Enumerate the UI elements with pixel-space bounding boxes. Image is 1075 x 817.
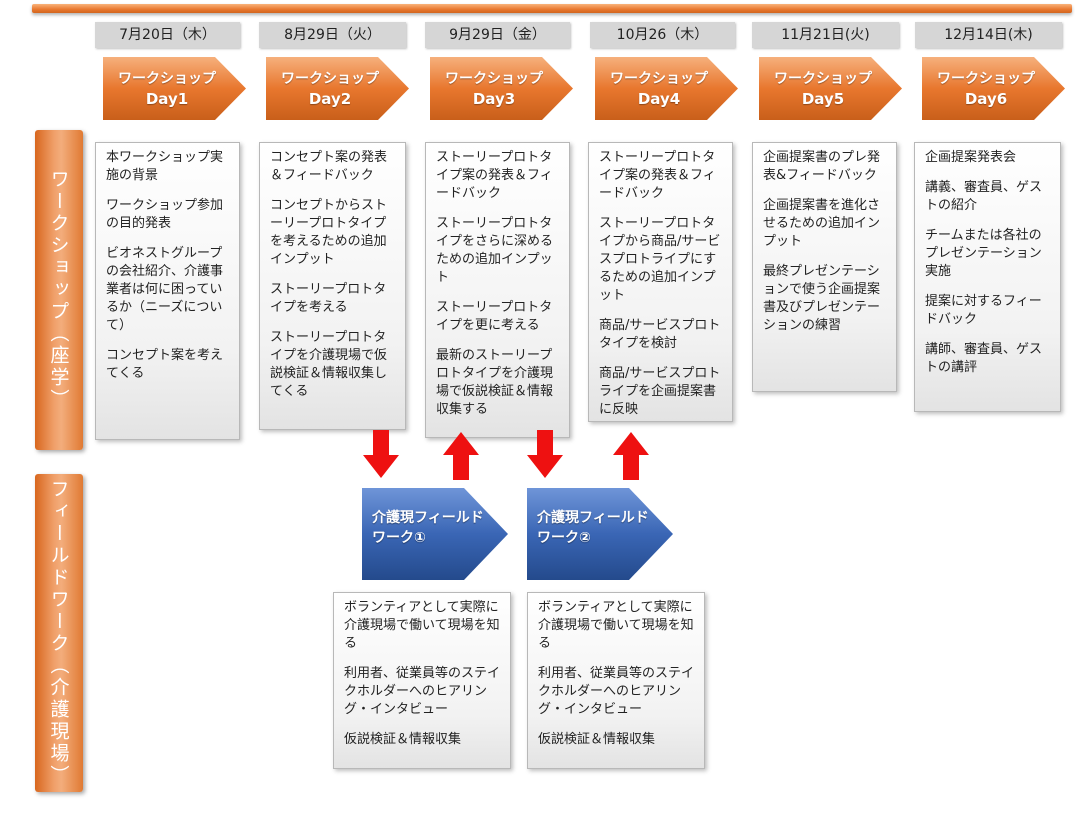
workshop-day5-arrow: ワークショップ Day5 [759,57,904,120]
list-item: コンセプト案の発表＆フィードバック [270,150,388,183]
list-item: 提案に対するフィードバック [925,294,1042,327]
workshop-label: ワークショップ [610,70,708,87]
workshop-day6-arrow: ワークショップ Day6 [922,57,1067,120]
day-label: Day2 [308,89,352,108]
list-item: チームまたは各社のプレゼンテーション実施 [925,228,1042,279]
workshop-label: ワークショップ [937,70,1035,87]
day-label: Day3 [472,89,516,108]
workshop-day4-arrow: ワークショップ Day4 [595,57,740,120]
list-item: 企画提案書を進化させるための追加インプット [763,198,881,249]
list-item: ボランティアとして実際に介護現場で働いて現場を知る [538,600,694,651]
fieldwork-1-label: 介護現フィールドワーク① [372,510,484,546]
fieldwork-1-arrow: 介護現フィールドワーク① [362,488,510,580]
date-day4: 10月26（木） [590,22,735,48]
list-item: 本ワークショップ実施の背景 [106,150,224,183]
side-label-fieldwork-text: フィールドワーク（介護現場） [47,479,70,787]
workshop-day4-content: ストーリープロトタイプ案の発表＆フィードバック ストーリープロトタイプから商品/… [588,142,733,422]
arrow-down-icon [363,430,399,478]
list-item: ストーリープロトタイプ案の発表＆フィードバック [599,150,716,201]
list-item: ストーリープロトタイプを介護現場で仮説検証＆情報収集してくる [270,330,388,399]
list-item: 企画提案書のプレ発表&フィードバック [763,150,881,183]
date-day2: 8月29日（火） [259,22,406,48]
arrow-down-icon [527,430,563,478]
list-item: ストーリープロトタイプをさらに深めるための追加インプット [436,216,554,285]
workshop-label: ワークショップ [774,70,872,87]
date-day1: 7月20日（木） [95,22,240,48]
workshop-day5-content: 企画提案書のプレ発表&フィードバック 企画提案書を進化させるための追加インプット… [752,142,897,392]
fieldwork-1-content: ボランティアとして実際に介護現場で働いて現場を知る 利用者、従業員等のステイクホ… [333,592,511,769]
side-label-fieldwork: フィールドワーク（介護現場） [35,474,83,792]
list-item: 講師、審査員、ゲストの講評 [925,342,1043,375]
date-day6: 12月14日(木) [915,22,1062,48]
workshop-day6-content: 企画提案発表会 講義、審査員、ゲストの紹介 チームまたは各社のプレゼンテーション… [914,142,1061,412]
date-day5: 11月21日(火) [752,22,899,48]
workshop-day3-arrow: ワークショップ Day3 [430,57,575,120]
fieldwork-2-arrow: 介護現フィールドワーク② [527,488,675,580]
side-label-workshop-text: ワークショップ（座学） [47,169,70,411]
workshop-day2-content: コンセプト案の発表＆フィードバック コンセプトからストーリープロトタイプを考える… [259,142,406,430]
list-item: ビオネストグループの会社紹介、介護事業者は何に困っているか（ニーズについて） [106,246,224,333]
arrow-up-icon [443,432,479,480]
list-item: ボランティアとして実際に介護現場で働いて現場を知る [344,600,500,651]
fieldwork-2-label: 介護現フィールドワーク② [537,510,649,546]
list-item: 仮説検証＆情報収集 [344,732,462,747]
fieldwork-2-content: ボランティアとして実際に介護現場で働いて現場を知る 利用者、従業員等のステイクホ… [527,592,705,769]
date-day3: 9月29日（金） [425,22,570,48]
day-label: Day4 [637,89,681,108]
list-item: ストーリープロトタイプを考える [270,282,387,315]
workshop-day1-content: 本ワークショップ実施の背景 ワークショップ参加の目的発表 ビオネストグループの会… [95,142,240,440]
list-item: コンセプトからストーリープロトタイプを考えるための追加インプット [270,198,388,267]
day-label: Day1 [145,89,189,108]
list-item: 最終プレゼンテーションで使う企画提案書及びプレゼンテーションの練習 [763,264,881,333]
list-item: 仮説検証＆情報収集 [538,732,656,747]
timeline-bar [32,4,1072,13]
workshop-label: ワークショップ [281,70,379,87]
list-item: 企画提案発表会 [925,150,1017,165]
list-item: ワークショップ参加の目的発表 [106,198,224,231]
workshop-label: ワークショップ [118,70,216,87]
list-item: 講義、審査員、ゲストの紹介 [925,180,1043,213]
list-item: コンセプト案を考えてくる [106,348,224,381]
list-item: 利用者、従業員等のステイクホルダーへのヒアリング・インタビュー [538,666,695,717]
list-item: ストーリープロトタイプから商品/サービスプロトライプにするための追加インプット [599,216,721,303]
day-label: Day5 [801,89,845,108]
list-item: 最新のストーリープロトタイプを介護現場で仮説検証＆情報収集する [436,348,554,417]
list-item: 商品/サービスプロトタイプを検討 [599,318,721,351]
workshop-day1-arrow: ワークショップ Day1 [103,57,248,120]
day-label: Day6 [964,89,1008,108]
workshop-day2-arrow: ワークショップ Day2 [266,57,411,120]
side-label-workshop: ワークショップ（座学） [35,130,83,450]
list-item: ストーリープロトタイプ案の発表＆フィードバック [436,150,553,201]
list-item: 利用者、従業員等のステイクホルダーへのヒアリング・インタビュー [344,666,501,717]
arrow-up-icon [613,432,649,480]
workshop-day3-content: ストーリープロトタイプ案の発表＆フィードバック ストーリープロトタイプをさらに深… [425,142,570,438]
list-item: 商品/サービスプロトライプを企画提案書に反映 [599,366,721,417]
list-item: ストーリープロトタイプを更に考える [436,300,553,333]
workshop-label: ワークショップ [445,70,543,87]
